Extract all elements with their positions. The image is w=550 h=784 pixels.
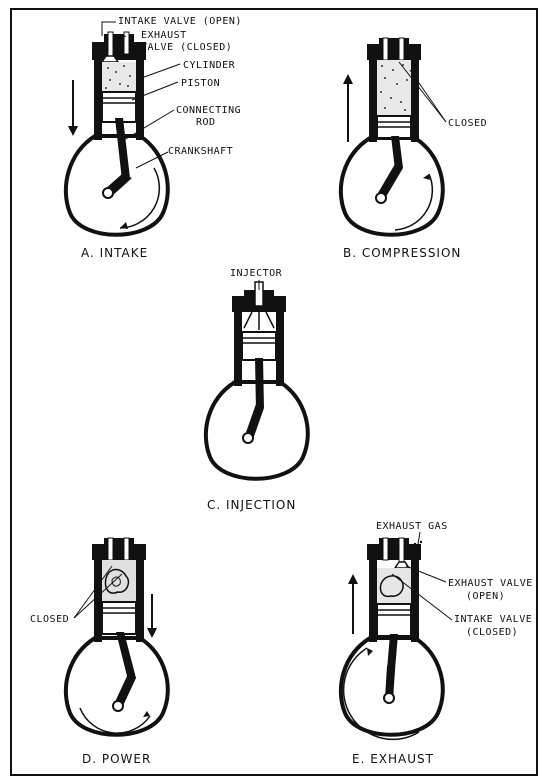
figure-frame <box>10 8 538 776</box>
caption-power: D. POWER <box>82 752 152 766</box>
label-crankshaft: CRANKSHAFT <box>168 146 234 157</box>
label-connecting-rod-line1: CONNECTING <box>176 105 242 116</box>
label-connecting-rod-line2: ROD <box>196 117 216 128</box>
label-intake-valve: INTAKE VALVE (OPEN) <box>118 16 242 27</box>
label-piston: PISTON <box>181 78 221 89</box>
label-injector: INJECTOR <box>230 268 283 279</box>
label-exhaust-gas: EXHAUST GAS <box>376 521 448 532</box>
label-exhaust-valve-open-line2: (OPEN) <box>466 591 506 602</box>
label-closed-d: CLOSED <box>30 614 70 625</box>
engine-power-diagram <box>63 537 170 737</box>
label-exhaust-valve-line1: EXHAUST <box>141 30 187 41</box>
engine-compression-diagram <box>338 37 445 237</box>
engine-exhaust-diagram <box>338 537 445 741</box>
caption-intake: A. INTAKE <box>81 246 149 260</box>
label-exhaust-valve-open-line1: EXHAUST VALVE <box>448 578 533 589</box>
label-intake-valve-closed-line2: (CLOSED) <box>466 627 519 638</box>
label-intake-valve-closed-line1: INTAKE VALVE <box>454 614 533 625</box>
caption-compression: B. COMPRESSION <box>343 246 462 260</box>
engine-injection-diagram <box>203 281 310 481</box>
caption-injection: C. INJECTION <box>207 498 297 512</box>
label-exhaust-valve-line2: VALVE (CLOSED) <box>141 42 233 53</box>
caption-exhaust: E. EXHAUST <box>352 752 434 766</box>
label-cylinder: CYLINDER <box>183 60 236 71</box>
engine-intake-diagram <box>63 31 170 237</box>
label-closed-b: CLOSED <box>448 118 488 129</box>
